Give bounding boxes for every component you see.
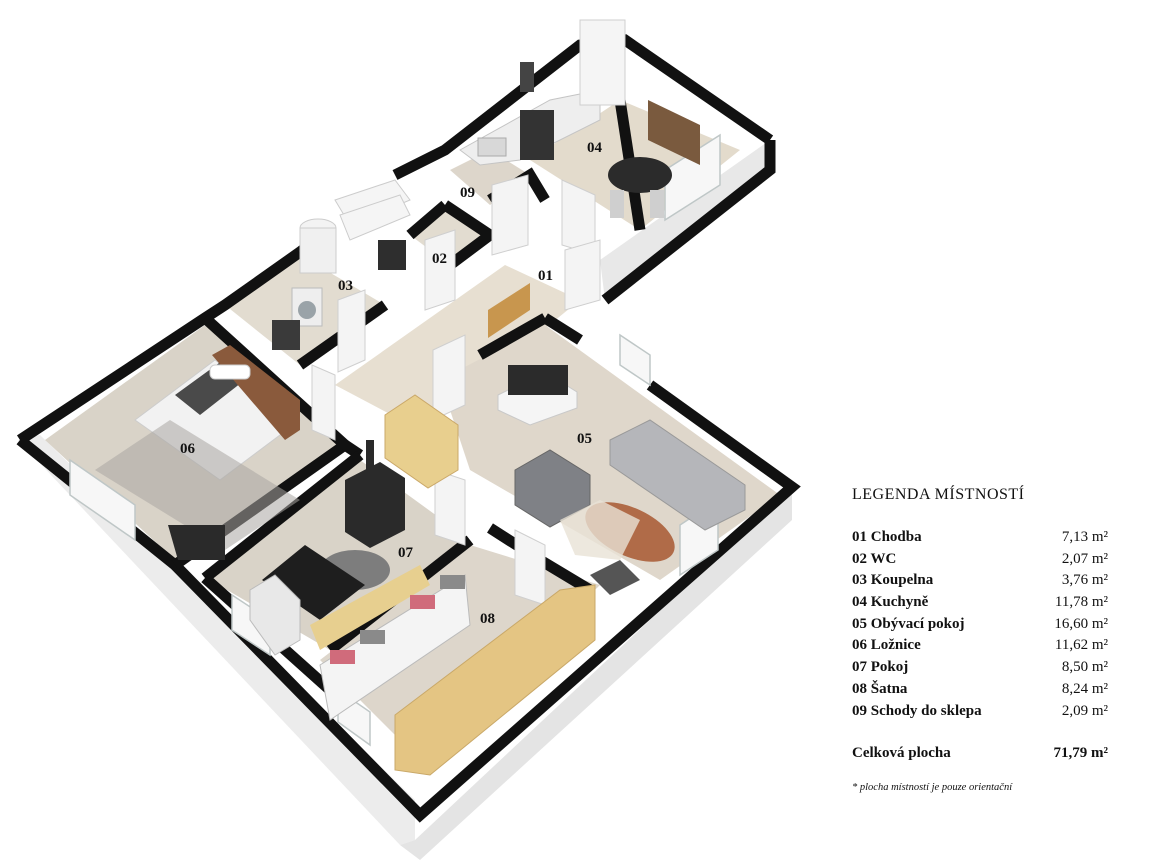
floor-stairs — [450, 150, 530, 205]
cabinet — [488, 283, 530, 338]
room-number: 09 — [852, 702, 867, 719]
room-area: 2,09 m² — [1061, 702, 1108, 719]
dresser — [310, 565, 430, 650]
room-number: 04 — [852, 594, 867, 611]
room-numbers: 01 02 03 04 05 06 07 08 09 — [180, 140, 603, 627]
cabinet — [272, 320, 300, 350]
room-number: 07 — [852, 659, 867, 676]
chair — [610, 190, 624, 218]
room-number: 06 — [852, 637, 867, 654]
room-number: 05 — [852, 615, 867, 632]
legend-row: 04 Kuchyně 11,78 m² — [852, 592, 1108, 614]
room-label-08: 08 — [480, 611, 495, 627]
room-name: WC — [870, 550, 897, 567]
room-area: 7,13 m² — [1061, 529, 1108, 545]
oven — [520, 110, 554, 160]
fridge — [579, 19, 626, 106]
chair — [168, 525, 225, 560]
door — [564, 239, 601, 311]
room-area: 11,78 m² — [1054, 594, 1108, 611]
room-number: 03 — [852, 572, 867, 589]
legend-row: 03 Koupelna 3,76 m² — [852, 570, 1108, 592]
room-area: 3,76 m² — [1061, 572, 1108, 589]
room-label-04: 04 — [587, 140, 603, 156]
furniture — [95, 19, 746, 776]
room-label-02: 02 — [432, 251, 447, 267]
room-name: Ložnice — [870, 637, 921, 654]
chimney — [366, 440, 374, 482]
room-number: 08 — [852, 680, 867, 697]
legend-row: 01 Chodba 7,13 m² — [852, 527, 1108, 549]
door — [311, 364, 336, 441]
wardrobe — [384, 394, 459, 489]
coffee-machine — [520, 62, 534, 92]
pillow — [209, 364, 251, 380]
sink — [477, 137, 507, 157]
room-name: Kuchyně — [870, 594, 929, 611]
legend-rows: 01 Chodba 7,13 m² 02 WC 2,07 m² 03 Koupe… — [852, 527, 1108, 765]
room-label-05: 05 — [577, 431, 592, 447]
chair — [590, 560, 640, 595]
toilet-cabinet — [378, 240, 406, 270]
door — [432, 334, 466, 421]
room-number: 01 — [852, 529, 867, 545]
room-label-03: 03 — [338, 278, 353, 294]
room-number: 02 — [852, 550, 867, 567]
legend-row: 09 Schody do sklepa 2,09 m² — [852, 701, 1108, 723]
total-label: Celková plocha — [852, 745, 951, 762]
wine-rack — [648, 100, 700, 165]
wardrobe — [394, 584, 596, 776]
stove — [345, 462, 405, 548]
rug — [560, 500, 640, 560]
legend-row: 07 Pokoj 8,50 m² — [852, 657, 1108, 679]
legend-row: 08 Šatna 8,24 m² — [852, 679, 1108, 701]
dining-table — [608, 157, 672, 193]
room-area: 8,50 m² — [1061, 659, 1108, 676]
legend-note: * plocha místností je pouze orientační — [852, 781, 1013, 793]
door — [491, 174, 529, 256]
tv — [508, 365, 568, 395]
room-area: 2,07 m² — [1061, 550, 1108, 567]
door — [514, 529, 546, 606]
room-label-07: 07 — [398, 545, 414, 561]
doors — [311, 174, 601, 606]
room-label-09: 09 — [460, 185, 475, 201]
window — [69, 458, 136, 542]
room-name: Pokoj — [870, 659, 909, 676]
legend-title: LEGENDA MÍSTNOSTÍ — [852, 486, 1025, 503]
window — [619, 333, 651, 387]
room-name: Šatna — [870, 680, 908, 697]
legend-row: 06 Ložnice 11,62 m² — [852, 635, 1108, 657]
bed — [262, 545, 365, 620]
legend-total-row: Celková plocha 71,79 m² — [852, 743, 1108, 765]
room-area: 11,62 m² — [1054, 637, 1108, 654]
door — [434, 469, 466, 546]
room-name: Obývací pokoj — [870, 615, 965, 632]
room-legend: LEGENDA MÍSTNOSTÍ 01 Chodba 7,13 m² 02 W… — [852, 486, 1108, 793]
chair — [650, 190, 664, 218]
legend-row: 02 WC 2,07 m² — [852, 549, 1108, 571]
door — [337, 289, 366, 373]
room-name: Chodba — [870, 529, 922, 545]
room-label-06: 06 — [180, 441, 196, 457]
bed-frame — [249, 574, 301, 656]
boiler — [299, 227, 337, 274]
total-area: 71,79 m² — [1053, 745, 1109, 762]
window — [664, 133, 721, 222]
room-name: Koupelna — [870, 572, 934, 589]
room-name: Schody do sklepa — [870, 702, 982, 719]
room-label-01: 01 — [538, 268, 553, 284]
rug — [95, 420, 300, 550]
room-area: 16,60 m² — [1054, 615, 1108, 632]
legend-row: 05 Obývací pokoj 16,60 m² — [852, 614, 1108, 636]
door — [424, 229, 456, 311]
sofa — [609, 419, 746, 531]
room-area: 8,24 m² — [1061, 680, 1108, 697]
